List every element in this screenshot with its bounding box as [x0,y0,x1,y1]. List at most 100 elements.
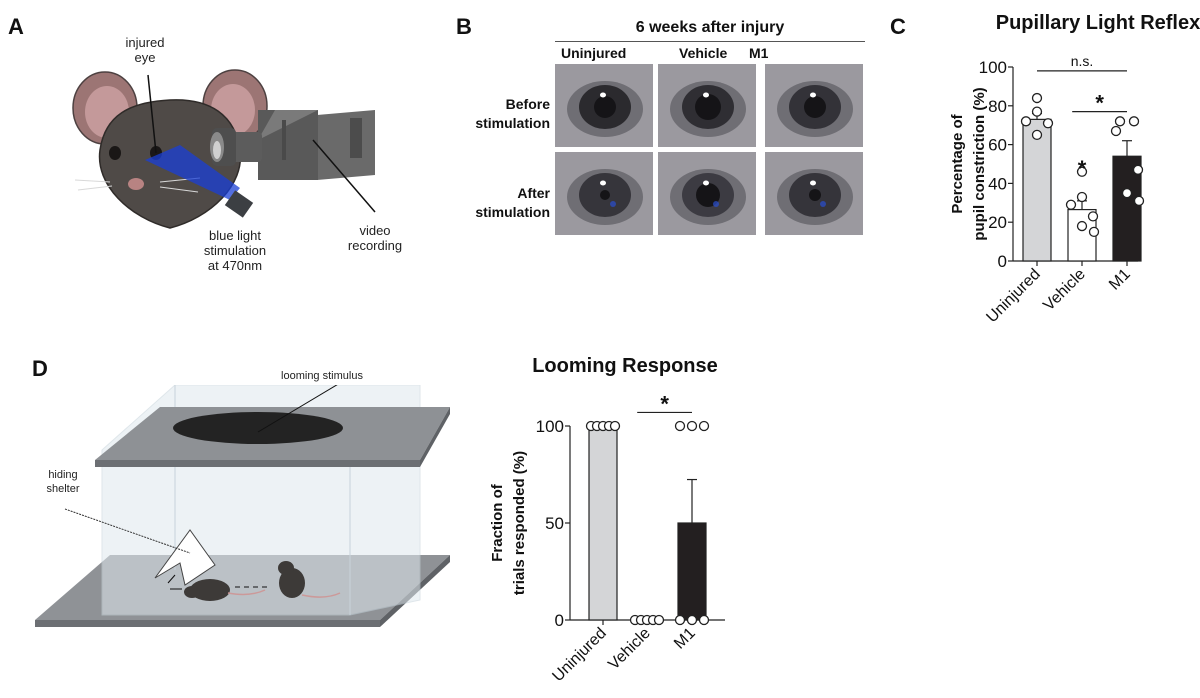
label-line: stimulation [475,115,550,131]
chart-title: Looming Response [532,355,718,377]
panel-label-d: D [32,356,48,381]
label-line: blue light [208,228,262,243]
y-axis-label: pupil constriction (%) [971,87,988,240]
looming-stimulus-disc [173,412,343,444]
label-line: Before [505,96,550,112]
label-injured-eye: injured eye [110,35,180,65]
y-tick-label: 100 [979,58,1007,77]
x-tick-label: Uninjured [983,266,1043,326]
significance-label: * [1095,91,1104,116]
data-point [1076,191,1088,203]
y-tick-label: 0 [998,252,1007,271]
significance-label: n.s. [1071,53,1094,69]
data-point [1088,226,1100,238]
label-line: stimulation [203,243,267,258]
panel-label-b: B [456,14,472,39]
data-point [653,614,665,626]
significance-label: * [1078,156,1087,181]
bar-uninjured [588,425,618,621]
data-point [1132,164,1144,175]
x-tick-label: Uninjured [549,625,609,685]
y-tick-label: 60 [988,136,1007,155]
y-axis-label: Percentage of [949,113,966,213]
label-line: injured [125,35,165,50]
row-label-after: After stimulation [470,184,550,222]
y-tick-label: 50 [545,514,564,533]
bar-uninjured [1022,118,1052,262]
chart-title: Pupillary Light Reflex [996,12,1200,34]
label-blue-light: blue light stimulation at 470nm [195,228,275,273]
data-point [1065,199,1077,210]
injured-eye-pointer [147,74,157,154]
panel-b-header: 6 weeks after injury [635,19,785,36]
label-line: shelter [46,483,80,495]
label-line: video [359,223,391,238]
data-point [609,420,621,432]
column-label-vehicle: Vehicle [679,45,728,61]
data-point [674,614,686,626]
column-label-m1: M1 [749,45,769,61]
data-point [1114,116,1126,127]
eye-photo-before-vehicle [658,64,756,147]
data-point [674,420,686,432]
panel-b-header-rule [555,41,865,42]
eye-photo-before-uninjured [555,64,653,147]
eye-photo-before-m1 [765,64,863,147]
movement-arrows [167,574,268,590]
data-point [1110,125,1122,137]
data-point [686,420,698,432]
light-source-device [224,190,254,218]
y-axis-label: trials responded (%) [511,451,528,595]
mouse-head-setup-illustration [72,69,376,229]
row-label-before: Before stimulation [470,95,550,133]
label-line: After [517,185,550,201]
label-line: eye [134,50,156,65]
label-looming-stimulus: looming stimulus [281,370,363,382]
x-tick-label: M1 [671,625,699,653]
data-point [1031,129,1043,141]
data-point [686,614,698,626]
data-point [1031,92,1043,104]
data-point [698,614,710,626]
bar-m1 [677,522,707,621]
looming-arena-illustration [35,385,450,627]
data-point [1020,116,1032,127]
data-point [1042,118,1054,129]
y-tick-label: 20 [988,213,1007,232]
x-tick-label: Vehicle [1040,266,1089,315]
label-video-recording: video recording [335,223,415,253]
shelter-pointer [64,508,191,554]
y-axis-label: Fraction of [489,483,506,562]
label-line: at 470nm [207,258,263,273]
looming-pointer [257,385,338,433]
significance-label: * [660,391,669,416]
y-tick-label: 0 [555,611,564,630]
y-tick-label: 100 [536,417,564,436]
label-hiding-shelter: hiding shelter [38,468,88,496]
label-line: stimulation [475,204,550,220]
eye-photo-after-m1 [765,152,863,235]
x-tick-label: Vehicle [605,625,654,674]
data-point [1087,211,1099,222]
data-point [1128,116,1140,127]
y-tick-label: 80 [988,97,1007,116]
label-line: hiding [48,469,78,481]
mouse-nose [128,178,144,190]
blue-light-beam [145,145,240,200]
label-line: recording [347,238,403,253]
data-point [1031,106,1043,117]
panel-label-c: C [890,14,906,39]
data-point [1076,166,1088,177]
hiding-shelter [154,529,216,586]
panel-label-a: A [8,14,24,39]
mouse-exploring [278,561,341,598]
column-label-uninjured: Uninjured [561,45,627,61]
y-tick-label: 40 [988,174,1007,193]
data-point [698,420,710,432]
data-point [1121,187,1133,199]
mouse-eye-left [109,146,121,160]
data-point [1133,195,1145,207]
eye-photo-after-vehicle [658,152,756,235]
